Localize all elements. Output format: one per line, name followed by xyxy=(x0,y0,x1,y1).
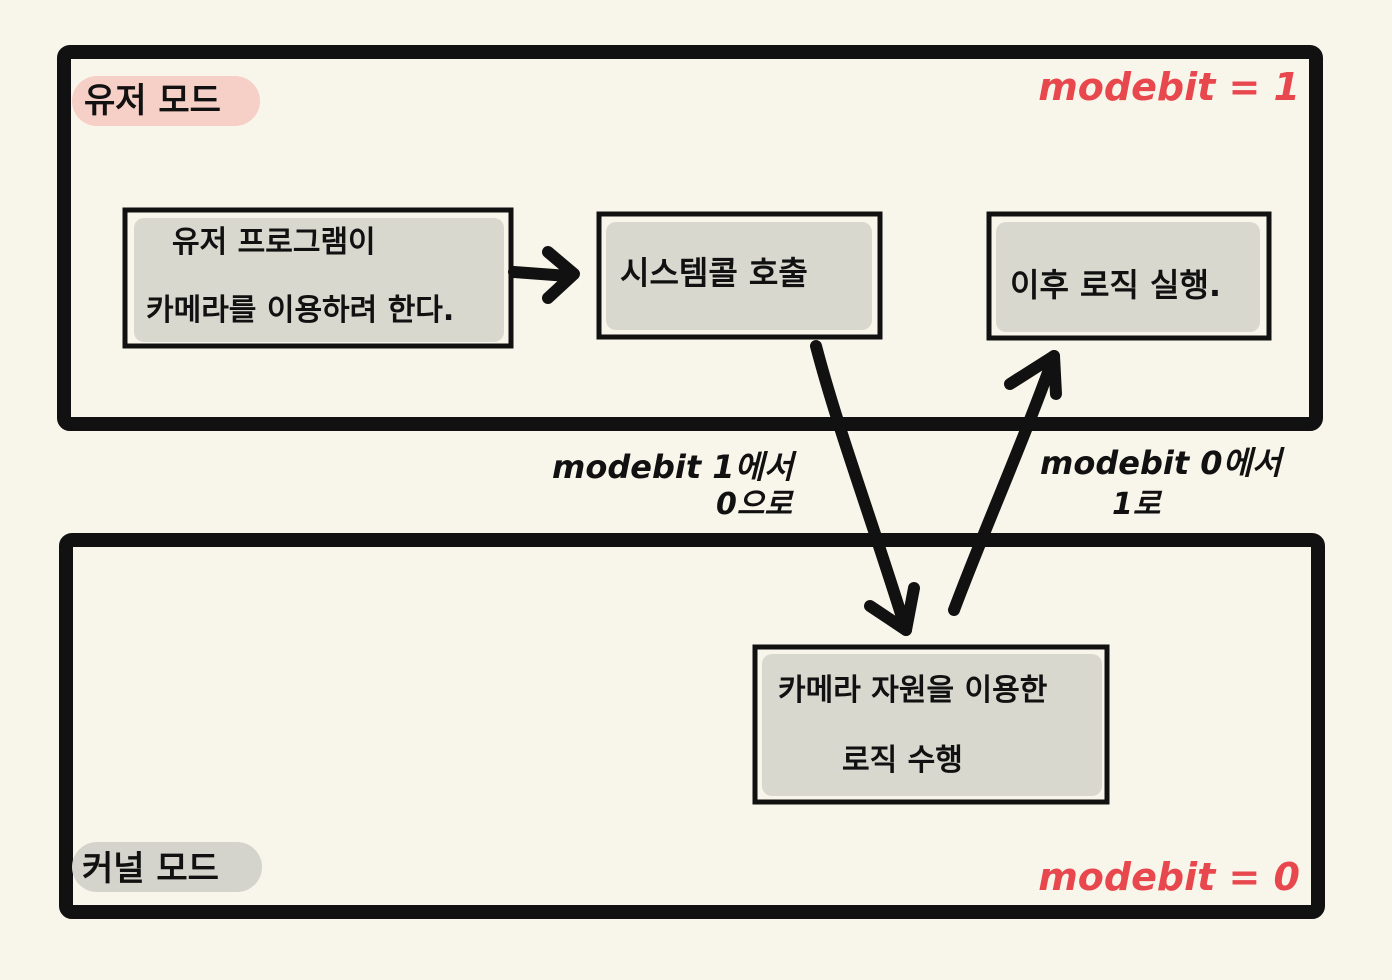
user-mode-label-highlight xyxy=(72,76,260,126)
user-modebit-label: modebit = 1 xyxy=(1038,65,1300,109)
to-kernel-line2: 0으로 xyxy=(716,487,794,522)
to-kernel-line1: modebit 1에서 xyxy=(552,448,797,486)
user-mode-frame xyxy=(57,45,1323,431)
system-call-label: 시스템콜 호출 xyxy=(620,254,808,292)
kernel-logic-line2: 로직 수행 xyxy=(842,743,963,778)
user-program-line1: 유저 프로그램이 xyxy=(172,225,376,260)
user-program-box: 유저 프로그램이 카메라를 이용하려 한다. xyxy=(122,207,514,349)
arrow-program-to-syscall-head xyxy=(542,246,580,304)
arrows xyxy=(508,246,1062,636)
after-logic-box: 이후 로직 실행. xyxy=(986,211,1272,341)
after-logic-label: 이후 로직 실행. xyxy=(1010,266,1221,304)
user-mode-region: 유저 모드 modebit = 1 xyxy=(57,45,1323,431)
kernel-logic-line1: 카메라 자원을 이용한 xyxy=(778,673,1048,708)
kernel-logic-box: 카메라 자원을 이용한 로직 수행 xyxy=(752,644,1110,805)
kernel-mode-frame xyxy=(59,533,1325,919)
to-user-line1: modebit 0에서 xyxy=(1040,444,1285,482)
arrow-kernel-to-after xyxy=(948,350,1060,616)
to-user-line2: 1로 xyxy=(1112,487,1163,522)
arrow-kernel-to-after-head xyxy=(1004,350,1062,400)
transition-labels: modebit 1에서 0으로 modebit 0에서 1로 xyxy=(552,444,1285,522)
kernel-mode-label-highlight xyxy=(72,842,262,892)
user-mode-label: 유저 모드 xyxy=(84,81,221,121)
kernel-mode-region: 커널 모드 modebit = 0 xyxy=(59,533,1325,919)
arrow-program-to-syscall xyxy=(508,266,574,282)
user-program-line2: 카메라를 이용하려 한다. xyxy=(146,293,454,328)
kernel-modebit-label: modebit = 0 xyxy=(1038,855,1300,899)
arrow-syscall-to-kernel xyxy=(810,340,912,636)
arrow-syscall-to-kernel-head xyxy=(864,582,920,636)
system-call-box: 시스템콜 호출 xyxy=(596,211,883,340)
kernel-mode-label: 커널 모드 xyxy=(82,849,219,889)
